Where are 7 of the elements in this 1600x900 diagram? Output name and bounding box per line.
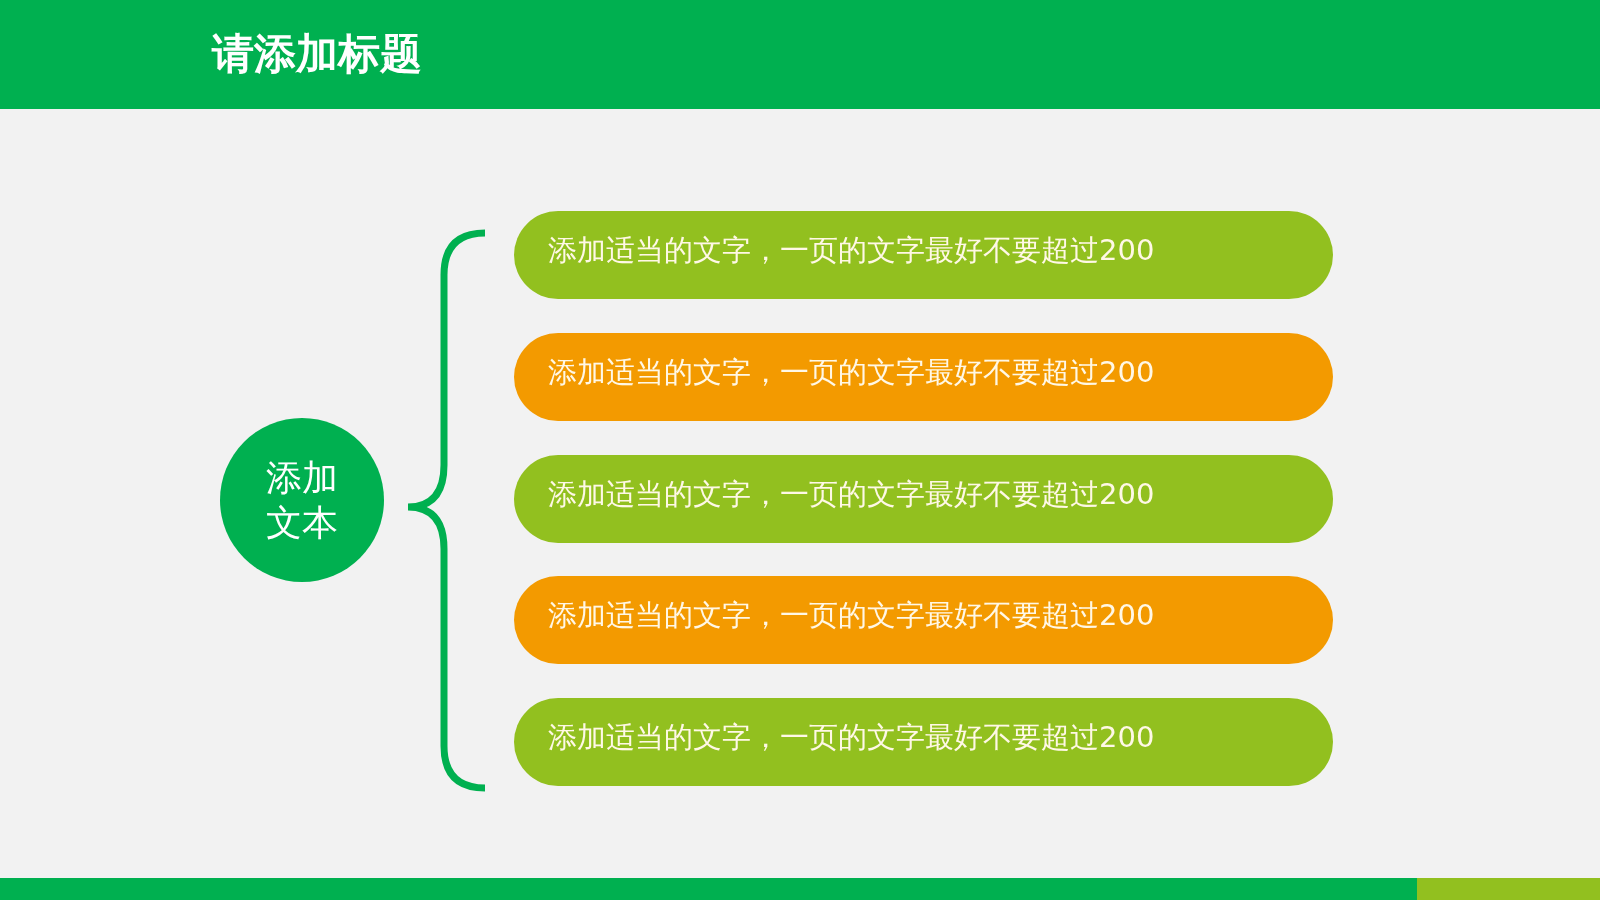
item-text: 添加适当的文字，一页的文字最好不要超过200 xyxy=(548,354,1155,391)
item-text: 添加适当的文字，一页的文字最好不要超过200 xyxy=(548,476,1155,513)
item-text: 添加适当的文字，一页的文字最好不要超过200 xyxy=(548,232,1155,269)
item-text: 添加适当的文字，一页的文字最好不要超过200 xyxy=(548,597,1155,634)
topic-text: 添加文本 xyxy=(265,456,339,545)
item-text: 添加适当的文字，一页的文字最好不要超过200 xyxy=(548,719,1155,756)
slide-title: 请添加标题 xyxy=(212,28,422,80)
